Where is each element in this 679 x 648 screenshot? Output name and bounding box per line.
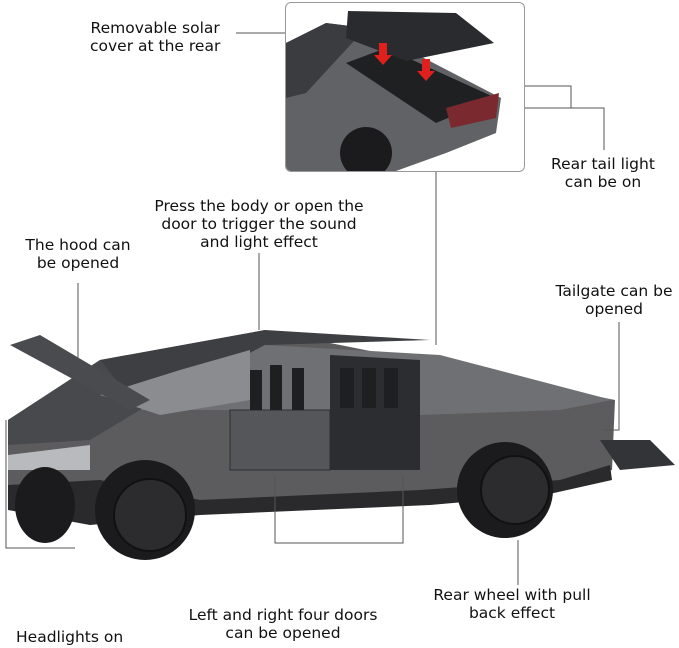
label-tail-light: Rear tail light can be on [538, 155, 668, 191]
front-wheel [15, 460, 195, 560]
label-hood: The hood can be opened [13, 236, 143, 272]
rear-wheel [457, 442, 553, 538]
label-line: back effect [468, 604, 556, 622]
label-tailgate: Tailgate can be opened [549, 282, 679, 318]
label-line: and light effect [200, 233, 318, 251]
label-line: opened [584, 300, 644, 318]
label-line: The hood can [25, 236, 131, 254]
label-line: Rear tail light [551, 155, 655, 173]
label-line: Removable solar [90, 19, 220, 37]
label-doors: Left and right four doors can be opened [168, 606, 398, 642]
inset-illustration [286, 11, 501, 171]
label-line: cover at the rear [90, 37, 221, 55]
label-sound-light: Press the body or open the door to trigg… [139, 197, 379, 251]
label-line: door to trigger the sound [161, 215, 357, 233]
tailgate [600, 440, 675, 470]
hood [10, 335, 150, 410]
label-line: Tailgate can be [555, 282, 673, 300]
tail-light [446, 93, 499, 128]
arrow-icons [374, 43, 435, 81]
label-line: can be opened [225, 624, 341, 642]
label-headlights: Headlights on [16, 628, 123, 646]
label-line: Press the body or open the [154, 197, 364, 215]
label-line: be opened [36, 254, 120, 272]
label-solar-cover: Removable solar cover at the rear [90, 19, 220, 55]
label-line: can be on [564, 173, 642, 191]
label-line: Headlights on [16, 628, 124, 646]
label-rear-wheel: Rear wheel with pull back effect [417, 586, 607, 622]
label-line: Left and right four doors [188, 606, 378, 624]
inset-rear-view [285, 2, 525, 172]
label-line: Rear wheel with pull [433, 586, 591, 604]
